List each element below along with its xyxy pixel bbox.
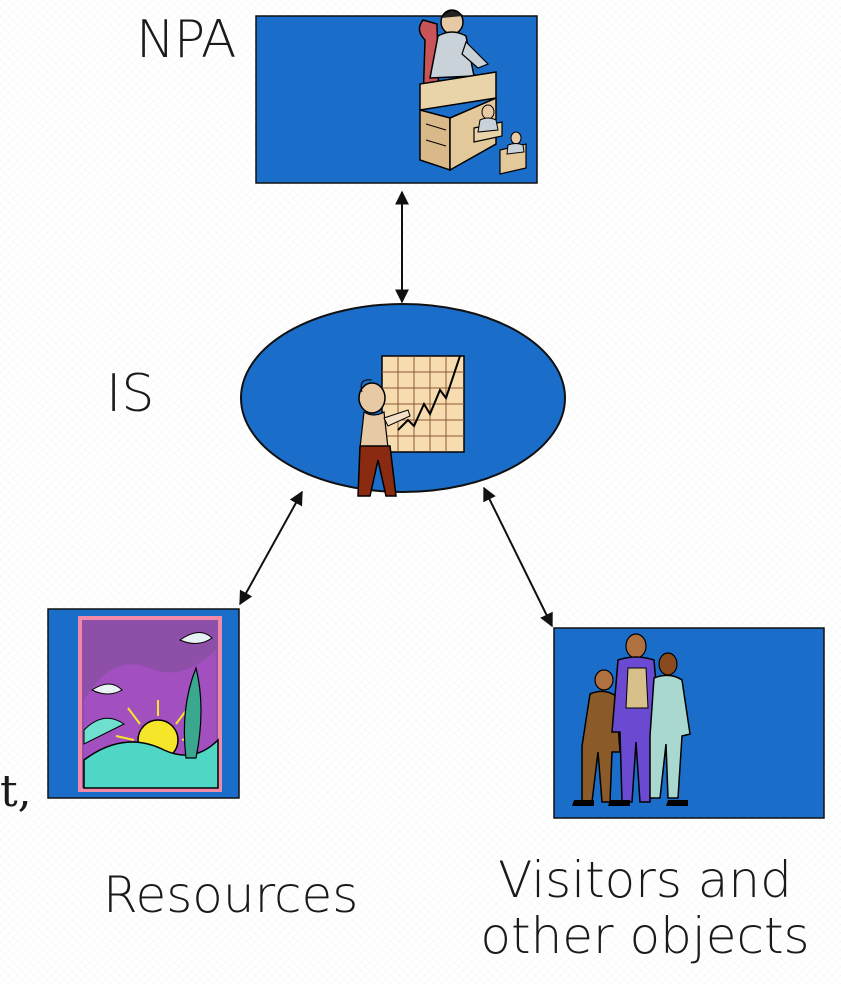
- arrow-is-visitors: [483, 486, 553, 628]
- presenter-chart-icon: [357, 355, 465, 497]
- is-label: IS: [106, 364, 155, 424]
- visitors-label: Visitors and other objects: [440, 852, 841, 964]
- landscape-sunrise-icon: [78, 616, 222, 792]
- arrow-is-resources: [239, 490, 303, 606]
- visitors-box: [553, 627, 825, 819]
- visitors-label-line2: other objects: [480, 907, 810, 965]
- resources-box: [47, 608, 240, 799]
- is-ellipse: [240, 303, 566, 497]
- cut-text-fragment: t,: [0, 766, 32, 817]
- npa-box: [255, 9, 538, 184]
- resources-label: Resources: [103, 866, 359, 924]
- visitors-label-line1: Visitors and: [498, 851, 792, 909]
- group-of-people-icon: [572, 633, 691, 806]
- official-at-desk-icon: [418, 9, 527, 175]
- npa-label: NPA: [136, 10, 237, 70]
